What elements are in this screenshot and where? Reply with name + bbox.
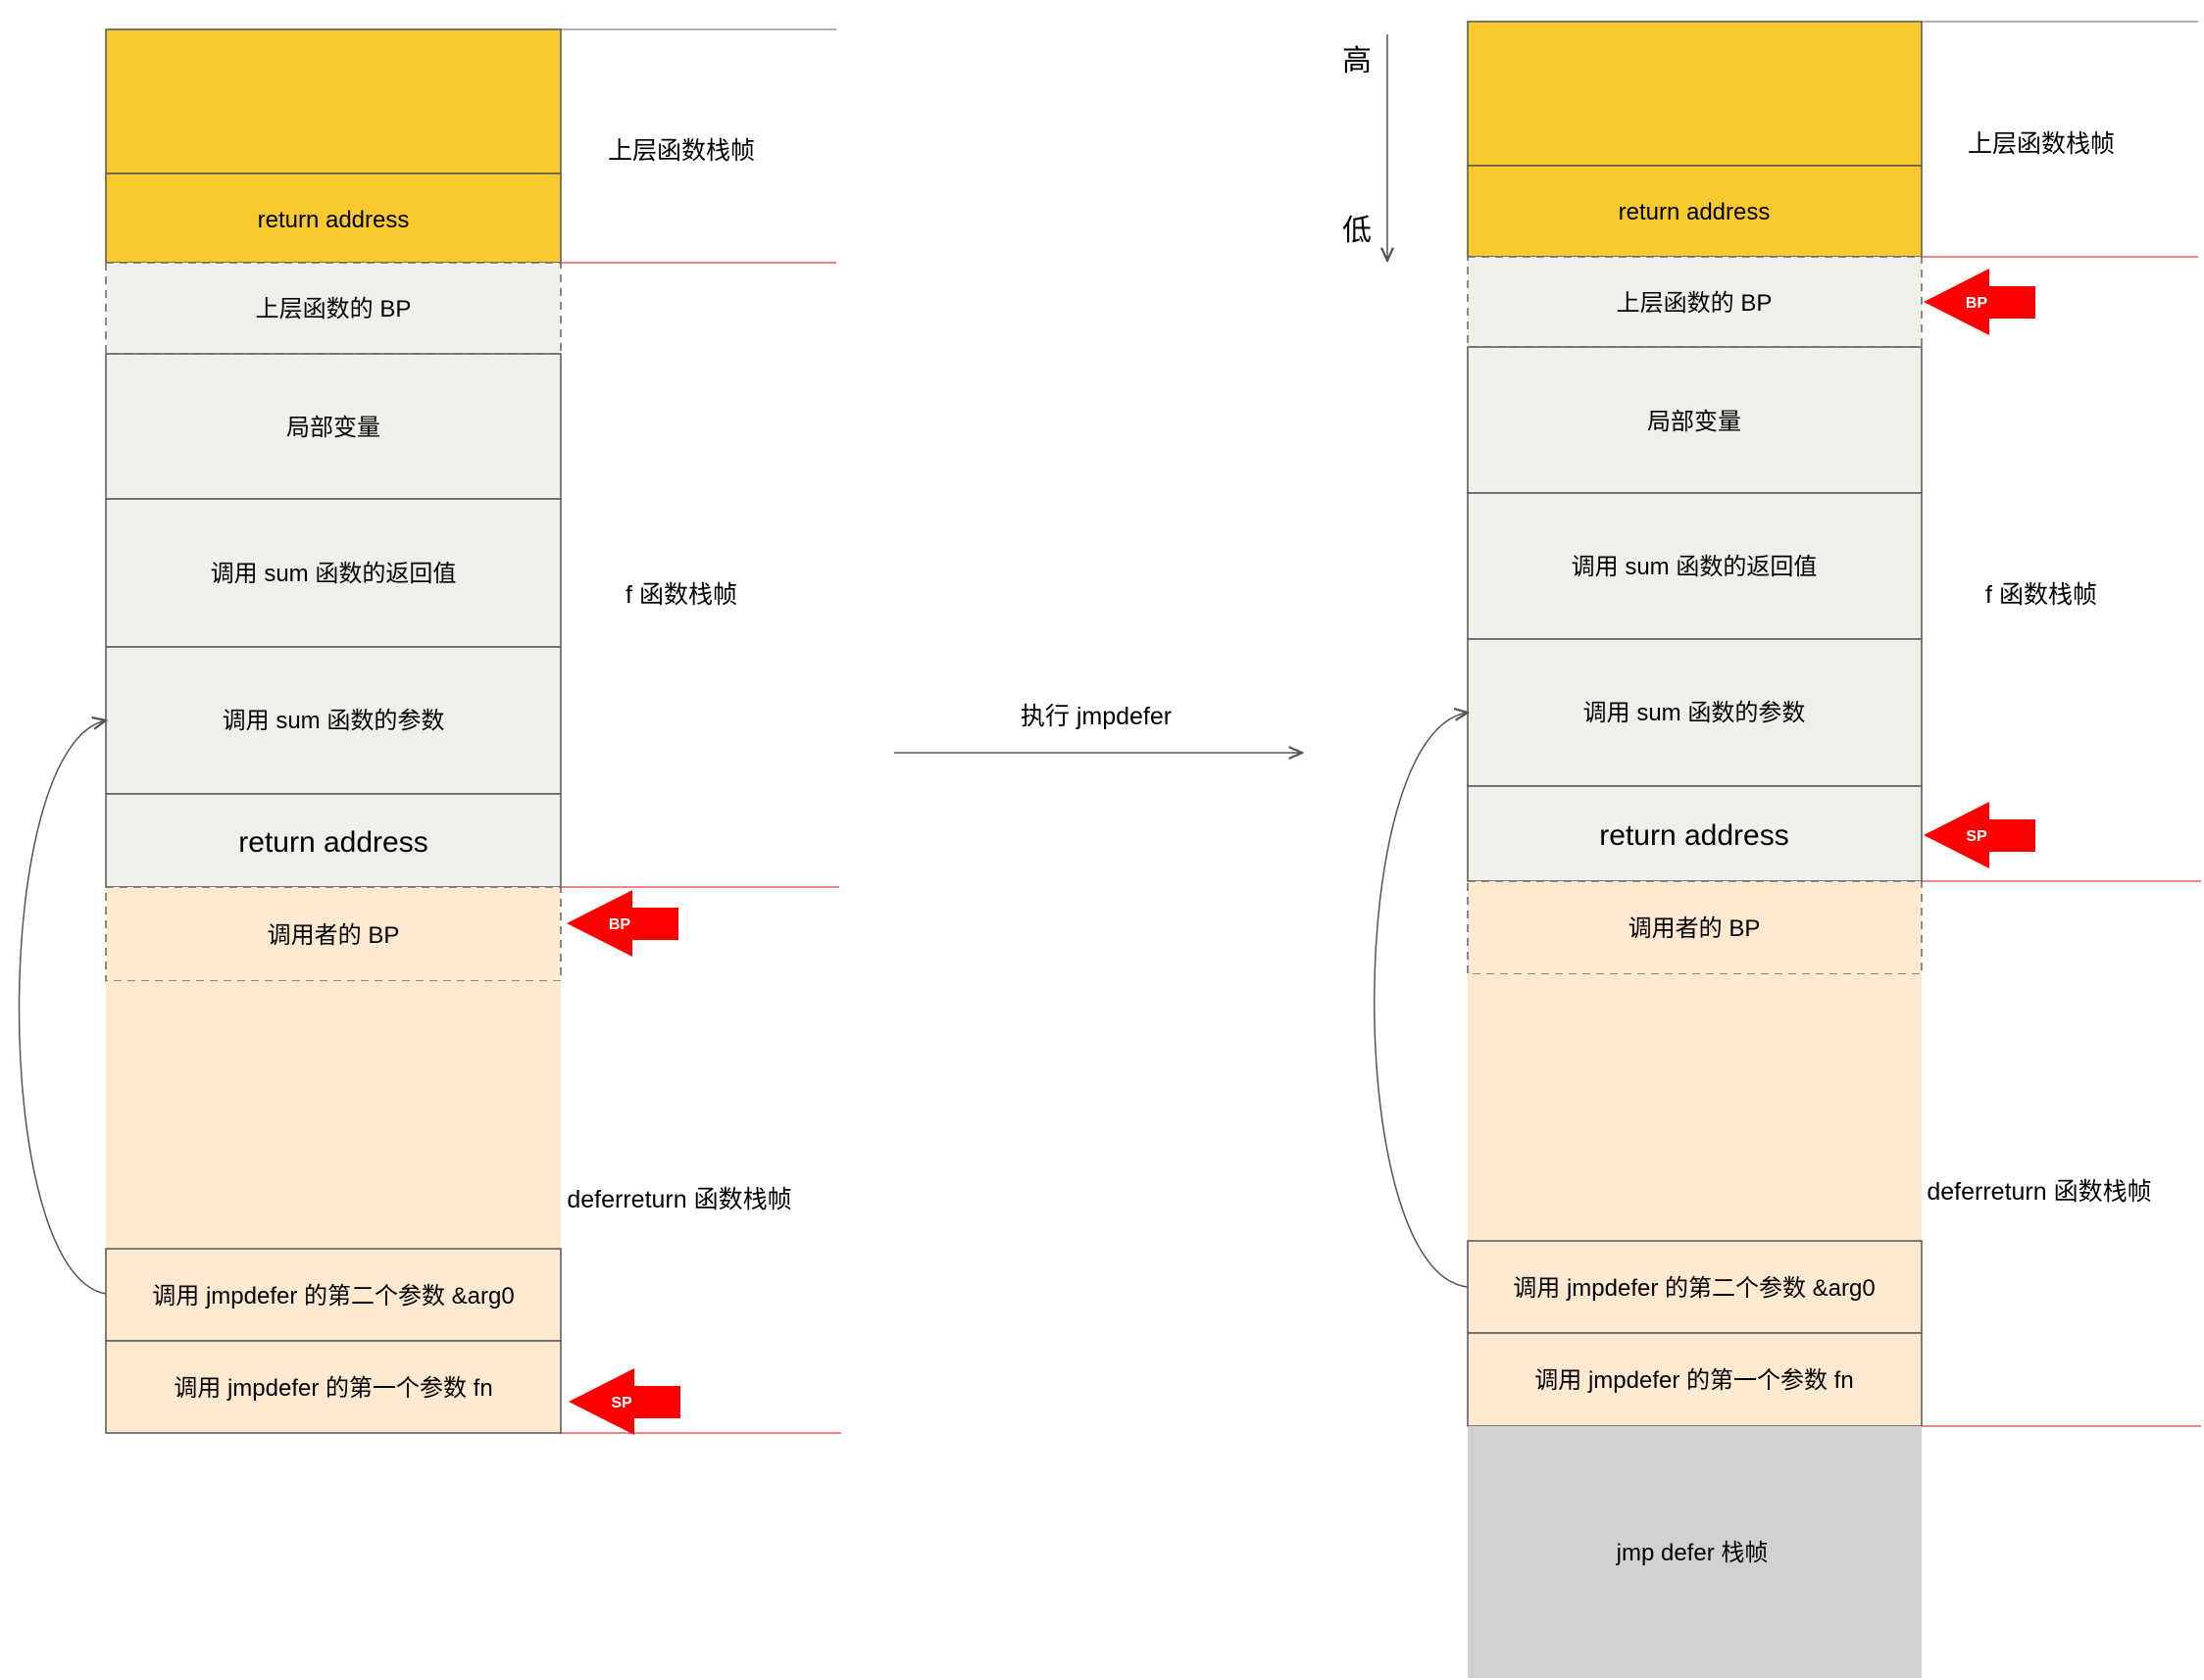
sp-pointer: SP xyxy=(1924,802,2035,868)
cell-label: 调用者的 BP xyxy=(268,922,400,949)
stack-cell: 调用者的 BP xyxy=(1467,880,1923,975)
bp-arrow-icon xyxy=(1924,269,2035,335)
sp-label: SP xyxy=(1966,828,1987,845)
right-stack: return address 上层函数的 BP 局部变量 调用 sum 函数的返… xyxy=(1374,21,2201,1678)
bp-label: BP xyxy=(609,916,631,933)
stack-cell: return address xyxy=(1467,785,1923,882)
stack-cell: 上层函数的 BP xyxy=(1467,256,1923,348)
stack-cell: 调用 jmpdefer 的第二个参数 &arg0 xyxy=(1467,1240,1923,1334)
transition: 执行 jmpdefer xyxy=(894,703,1302,753)
sp-pointer: SP xyxy=(569,1368,680,1435)
stack-cell: return address xyxy=(105,173,562,264)
cell-label: 局部变量 xyxy=(1647,409,1741,435)
cell-label: jmp defer 栈帧 xyxy=(1616,1540,1769,1566)
cell-label: 局部变量 xyxy=(286,415,380,441)
stack-cell: jmp defer 栈帧 xyxy=(1468,1426,1922,1678)
stack-cell: 调用 sum 函数的参数 xyxy=(1467,638,1923,787)
stack-cell xyxy=(1468,974,1922,1241)
axis-high-label: 高 xyxy=(1342,45,1372,77)
stack-cell xyxy=(105,28,562,174)
bp-arrow-icon xyxy=(567,890,678,957)
stack-cell: 调用 jmpdefer 的第一个参数 fn xyxy=(105,1340,562,1434)
cell-label: 调用 sum 函数的返回值 xyxy=(211,561,457,587)
stack-cell xyxy=(1467,21,1923,167)
bp-pointer: BP xyxy=(1924,269,2035,335)
sp-arrow-icon xyxy=(1924,802,2035,868)
cell-label: 上层函数的 BP xyxy=(256,296,412,322)
stack-cell: 调用 jmpdefer 的第一个参数 fn xyxy=(1467,1332,1923,1427)
stack-cell: 调用 sum 函数的参数 xyxy=(105,646,562,795)
stack-cell: 调用者的 BP xyxy=(105,886,562,982)
axis-low-label: 低 xyxy=(1342,215,1372,247)
stack-cell: 调用 sum 函数的返回值 xyxy=(1467,492,1923,640)
stack-cell: 上层函数的 BP xyxy=(105,262,562,355)
stack-cell: 调用 sum 函数的返回值 xyxy=(105,498,562,648)
stack-cell xyxy=(106,981,561,1249)
stack-cell: 局部变量 xyxy=(105,353,562,500)
cell-label: 调用 jmpdefer 的第二个参数 &arg0 xyxy=(1513,1275,1875,1302)
frame-label-f: f 函数栈帧 xyxy=(626,581,737,609)
arg-reference-arrow xyxy=(18,720,107,1295)
cell-label: 调用 sum 函数的参数 xyxy=(223,708,445,734)
left-stack: return address 上层函数的 BP 局部变量 调用 sum 函数的返… xyxy=(18,28,841,1435)
stack-cell: return address xyxy=(1467,165,1923,258)
frame-label-upper: 上层函数栈帧 xyxy=(608,137,755,165)
cell-label: 调用 jmpdefer 的第一个参数 fn xyxy=(1534,1367,1853,1394)
bp-pointer: BP xyxy=(567,890,678,957)
cell-label: 调用 jmpdefer 的第一个参数 fn xyxy=(174,1375,492,1402)
stack-cell: 局部变量 xyxy=(1467,346,1923,494)
cell-label: return address xyxy=(1599,819,1788,852)
frame-label-defer: deferreturn 函数栈帧 xyxy=(567,1186,791,1213)
frame-label-upper: 上层函数栈帧 xyxy=(1968,130,2115,158)
transition-label: 执行 jmpdefer xyxy=(1021,703,1172,730)
bp-label: BP xyxy=(1966,295,1988,312)
cell-label: 调用者的 BP xyxy=(1628,915,1761,942)
frame-label-defer: deferreturn 函数栈帧 xyxy=(1927,1178,2151,1206)
cell-label: 调用 sum 函数的返回值 xyxy=(1572,554,1818,580)
stack-cell: 调用 jmpdefer 的第二个参数 &arg0 xyxy=(105,1248,562,1342)
cell-label: 调用 jmpdefer 的第二个参数 &arg0 xyxy=(152,1283,514,1309)
cell-label: 上层函数的 BP xyxy=(1617,290,1773,317)
direction-axis: 高 低 xyxy=(1342,34,1387,261)
stack-cell: return address xyxy=(105,793,562,888)
arg-reference-arrow xyxy=(1374,713,1468,1288)
sp-arrow-icon xyxy=(569,1368,680,1435)
sp-label: SP xyxy=(611,1395,632,1411)
cell-label: 调用 sum 函数的参数 xyxy=(1583,700,1806,726)
cell-label: return address xyxy=(258,207,410,233)
frame-label-f: f 函数栈帧 xyxy=(1985,581,2097,609)
cell-label: return address xyxy=(1619,199,1771,225)
cell-label: return address xyxy=(238,826,427,859)
